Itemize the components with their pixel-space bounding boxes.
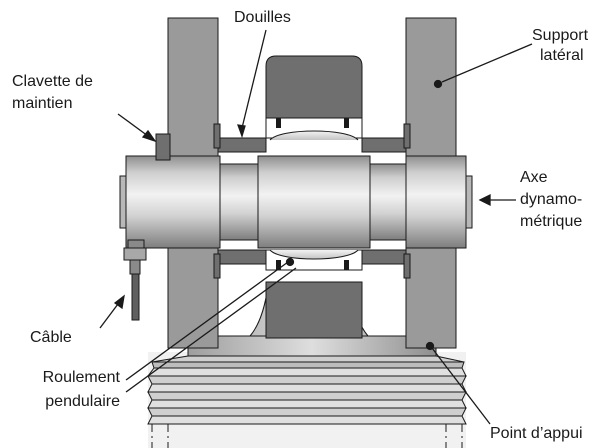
- label-axe-line3: métrique: [520, 213, 583, 230]
- retaining-key: [155, 133, 171, 161]
- cable: [123, 239, 147, 321]
- label-clavette-line2: maintien: [12, 95, 73, 112]
- label-point-appui: Point d’appui: [490, 425, 583, 442]
- label-clavette-line1: Clavette de: [12, 73, 93, 90]
- center-lower-part: [265, 281, 363, 339]
- label-axe-line1: Axe: [520, 169, 548, 186]
- label-axe-line2: dynamo-: [520, 191, 583, 208]
- bushing-bottom-right: [361, 249, 407, 265]
- label-support-lateral-line2: latéral: [540, 47, 584, 64]
- bellows: [147, 352, 467, 448]
- bushing-top-left: [217, 137, 267, 153]
- label-support-lateral-line1: Support: [532, 27, 589, 44]
- label-cable: Câble: [30, 329, 72, 346]
- bushing-bottom-left: [217, 249, 267, 265]
- label-roulement-line2: pendulaire: [45, 393, 120, 410]
- label-roulement-line1: Roulement: [42, 369, 120, 386]
- load-pin-shaft: [119, 155, 473, 249]
- bushing-top-right: [361, 137, 407, 153]
- callout-lines: [99, 29, 533, 425]
- label-douilles: Douilles: [234, 9, 291, 26]
- center-upper-part: [265, 55, 363, 125]
